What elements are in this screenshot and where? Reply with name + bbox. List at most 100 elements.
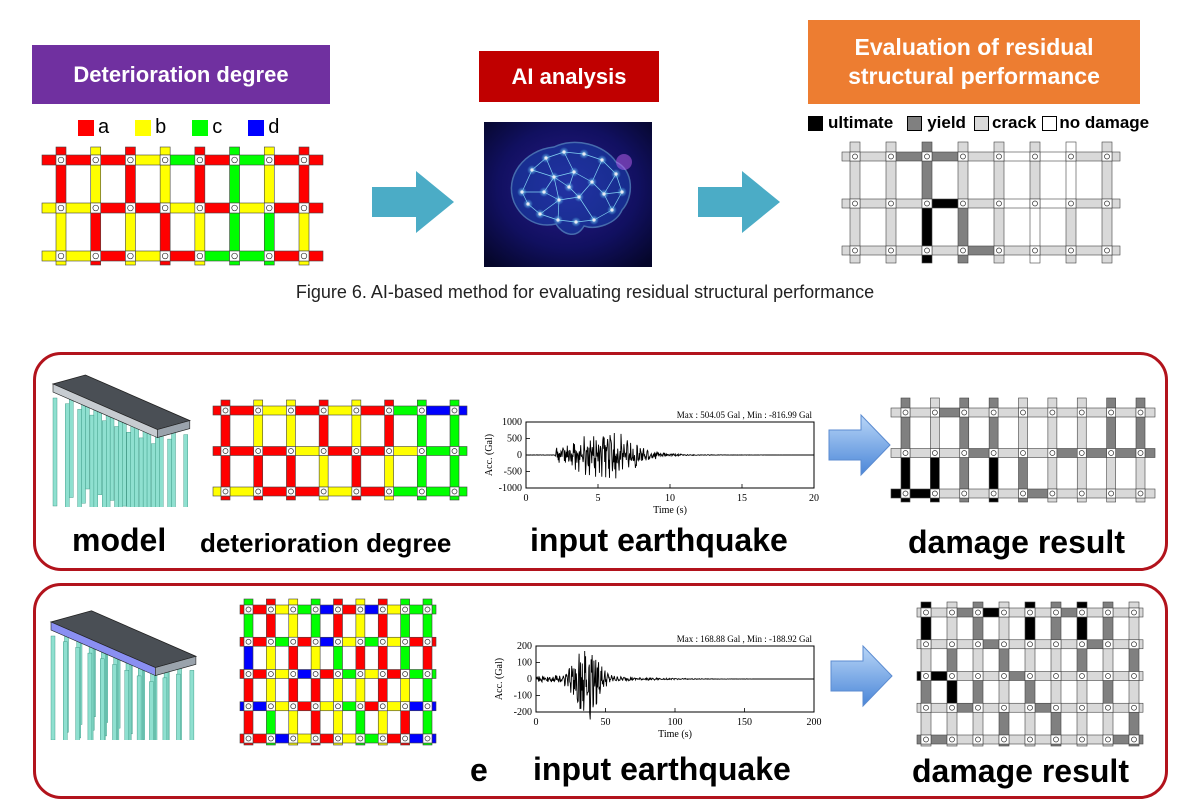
beam-segment xyxy=(1075,245,1103,256)
column-stub xyxy=(159,146,171,156)
beam-stub xyxy=(308,154,324,166)
column-segment xyxy=(1018,416,1028,449)
column-stub xyxy=(422,598,433,606)
beam-segment xyxy=(1060,607,1078,618)
joint xyxy=(416,446,427,456)
hinge-marker xyxy=(57,252,65,260)
legend-swatch-no-damage xyxy=(1042,115,1058,131)
beam-segment xyxy=(204,154,230,166)
hinge-marker xyxy=(1049,490,1056,497)
hinge-marker xyxy=(1032,153,1038,160)
beam-stub xyxy=(890,448,902,458)
joint xyxy=(55,250,67,262)
beam-stub xyxy=(1138,639,1144,650)
joint xyxy=(298,250,310,262)
beam-segment xyxy=(297,669,312,679)
hinge-marker xyxy=(1105,704,1111,711)
beam-segment xyxy=(1003,151,1031,162)
beam-segment xyxy=(342,636,357,647)
hinge-marker xyxy=(996,247,1002,254)
joint xyxy=(920,734,932,745)
column-segment xyxy=(1101,160,1113,200)
joint xyxy=(972,734,984,745)
column-segment xyxy=(253,414,264,447)
beam-segment xyxy=(239,202,265,214)
joint xyxy=(355,669,366,679)
column-segment xyxy=(957,160,969,200)
hinge-marker xyxy=(923,673,929,679)
hinge-marker xyxy=(975,641,981,648)
column-stub xyxy=(1065,141,1077,153)
beam-segment xyxy=(939,407,961,418)
damage-legend: ultimate yield crack no damage xyxy=(808,113,1149,133)
hinge-marker xyxy=(996,153,1002,160)
joint xyxy=(946,702,958,713)
column-segment xyxy=(1065,207,1077,247)
column-stub xyxy=(416,399,427,407)
column-segment xyxy=(220,414,231,447)
hinge-marker xyxy=(335,703,341,710)
joint xyxy=(263,250,275,262)
column-segment xyxy=(993,207,1005,247)
column-segment xyxy=(930,416,940,449)
joint xyxy=(946,734,958,745)
joint xyxy=(55,202,67,214)
hinge-marker xyxy=(290,703,297,710)
hinge-marker xyxy=(902,409,909,416)
hinge-marker xyxy=(357,703,364,710)
beam-segment xyxy=(65,250,92,262)
column-stub xyxy=(959,497,970,503)
column-stub xyxy=(90,260,102,266)
joint xyxy=(920,607,932,618)
hinge-marker xyxy=(424,703,431,710)
joint xyxy=(1076,607,1088,618)
pile xyxy=(138,437,144,507)
pile xyxy=(114,426,119,507)
joint xyxy=(1024,734,1036,745)
column-segment xyxy=(1024,680,1036,704)
legend-label-a: a xyxy=(98,116,110,138)
joint xyxy=(422,733,433,744)
hinge-marker xyxy=(312,638,319,645)
hinge-marker xyxy=(312,703,319,710)
beam-segment xyxy=(135,202,161,214)
beam-stub xyxy=(239,669,245,679)
joint xyxy=(253,486,264,497)
hinge-marker xyxy=(231,156,238,164)
column-segment xyxy=(55,164,67,204)
column-stub xyxy=(416,495,427,501)
joint xyxy=(1135,407,1146,418)
joint xyxy=(1065,245,1077,256)
network-node xyxy=(620,190,624,194)
hinge-marker xyxy=(1049,409,1056,416)
hinge-marker xyxy=(1001,609,1007,616)
beam-stub xyxy=(916,607,922,618)
beam-segment xyxy=(319,636,334,647)
joint xyxy=(90,250,102,262)
network-node xyxy=(542,190,546,194)
column-segment xyxy=(333,645,343,670)
hinge-marker xyxy=(1131,736,1137,743)
hinge-marker xyxy=(1079,736,1085,743)
hinge-marker xyxy=(161,252,169,260)
purple-glow xyxy=(616,154,632,170)
beam-stub xyxy=(1111,198,1121,209)
column-segment xyxy=(384,414,394,447)
column-segment xyxy=(1050,648,1062,672)
legend-swatch-crack xyxy=(973,115,989,131)
column-stub xyxy=(1101,141,1113,153)
joint xyxy=(266,733,276,744)
beam-segment xyxy=(930,607,948,618)
joint xyxy=(1128,607,1140,618)
column-segment xyxy=(333,678,343,703)
hinge-marker xyxy=(923,704,929,711)
hinge-marker xyxy=(1131,704,1137,711)
beam-segment xyxy=(1086,734,1104,745)
stats-text: Max : 504.05 Gal , Min : -816.99 Gal xyxy=(677,410,813,420)
joint xyxy=(930,488,940,499)
column-stub xyxy=(288,598,299,606)
joint xyxy=(957,245,969,256)
joint xyxy=(125,250,136,262)
beam-segment xyxy=(1056,488,1078,499)
beam-segment xyxy=(273,154,300,166)
